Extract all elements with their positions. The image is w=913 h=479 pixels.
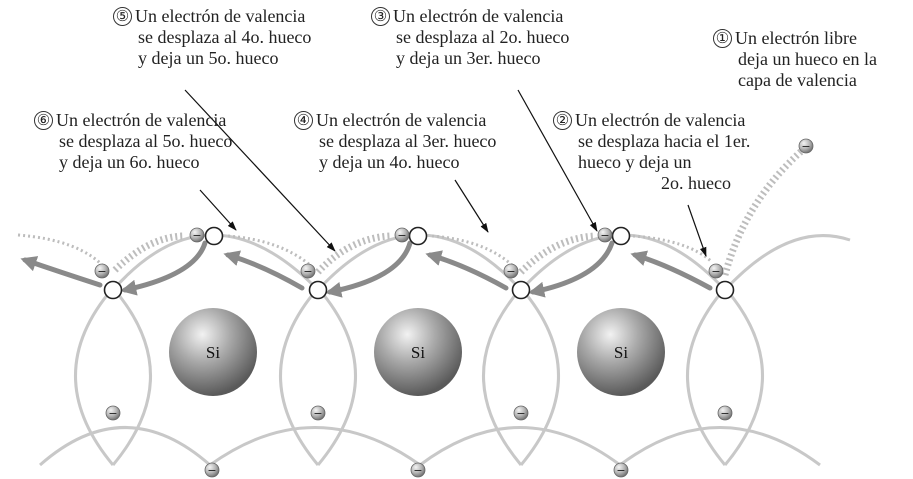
motion-arrow (630, 250, 713, 291)
step-number: ③ (371, 7, 390, 26)
hole (408, 226, 428, 246)
svg-text:−: − (600, 229, 609, 242)
electron-trail (721, 145, 808, 276)
silicon-atom (577, 308, 665, 396)
orbit-arcs (39, 233, 851, 467)
electron: − (310, 405, 326, 421)
svg-text:−: − (303, 265, 312, 278)
orbit-arc (482, 287, 523, 466)
svg-text:−: − (711, 265, 720, 278)
electron-trail (632, 234, 714, 264)
svg-text:−: − (397, 229, 406, 242)
step-number: ② (553, 111, 572, 130)
step-number: ⑥ (34, 111, 53, 130)
electron: − (503, 263, 519, 279)
svg-text:−: − (516, 407, 525, 420)
orbit-arc (39, 426, 211, 467)
electron: − (597, 227, 613, 243)
electron: − (613, 462, 629, 478)
hole (204, 226, 224, 246)
electron: − (513, 405, 529, 421)
svg-text:−: − (108, 407, 117, 420)
motion-arrow (120, 240, 208, 296)
motion-arrow (528, 240, 615, 298)
motion-arrow (425, 250, 509, 291)
leader-lines (184, 89, 707, 257)
svg-text:−: − (207, 464, 216, 477)
electron: − (204, 462, 220, 478)
leader-line (687, 204, 707, 257)
orbit-arc (686, 287, 727, 466)
orbit-arc (74, 287, 115, 466)
step-number: ④ (294, 111, 313, 130)
electron-trail (315, 232, 391, 275)
hole (611, 226, 631, 246)
silicon-atom (374, 308, 462, 396)
step-number: ⑤ (113, 7, 132, 26)
holes (103, 226, 735, 300)
silicon-atom (169, 308, 257, 396)
motion-arrow (325, 240, 413, 298)
electron-trail (112, 232, 186, 273)
motion-arrow (20, 256, 103, 288)
leader-line (517, 89, 598, 232)
leader-line (184, 89, 336, 252)
electron-trail (518, 232, 596, 275)
electron: − (300, 263, 316, 279)
orbit-arc (419, 426, 621, 467)
atom-label: Si (411, 343, 425, 362)
svg-text:−: − (313, 407, 322, 420)
hole (511, 280, 531, 300)
electron: − (105, 405, 121, 421)
orbit-arc (619, 426, 821, 467)
orbit-arc (111, 287, 152, 466)
orbit-arc (519, 287, 560, 466)
svg-text:−: − (720, 407, 729, 420)
electron: − (94, 263, 110, 279)
hole (715, 280, 735, 300)
hole (308, 280, 328, 300)
orbit-arc (723, 234, 851, 292)
electron-trail (227, 234, 311, 267)
svg-text:−: − (413, 464, 422, 477)
atom-label: Si (206, 343, 220, 362)
silicon-atoms: Si Si Si (169, 308, 665, 396)
atom-label: Si (614, 343, 628, 362)
step-number: ① (713, 29, 732, 48)
orbit-arc (209, 426, 421, 467)
leader-line (199, 189, 237, 231)
svg-text:−: − (506, 265, 515, 278)
electrons: − − − − − − − − − − − − − − − (94, 138, 814, 478)
leader-line (454, 179, 489, 233)
svg-text:−: − (801, 140, 810, 153)
electron: − (410, 462, 426, 478)
dotted-trails (17, 145, 808, 276)
orbit-arc (316, 287, 357, 466)
svg-text:−: − (192, 229, 201, 242)
electron: − (394, 227, 410, 243)
electron: − (708, 263, 724, 279)
orbit-arc (279, 287, 320, 466)
motion-arrow (223, 250, 305, 291)
free-electron: − (798, 138, 814, 154)
orbit-arc (723, 287, 764, 466)
motion-arrows (20, 240, 713, 298)
hole (103, 280, 123, 300)
svg-text:−: − (616, 464, 625, 477)
svg-text:−: − (97, 265, 106, 278)
electron: − (189, 227, 205, 243)
electron: − (717, 405, 733, 421)
